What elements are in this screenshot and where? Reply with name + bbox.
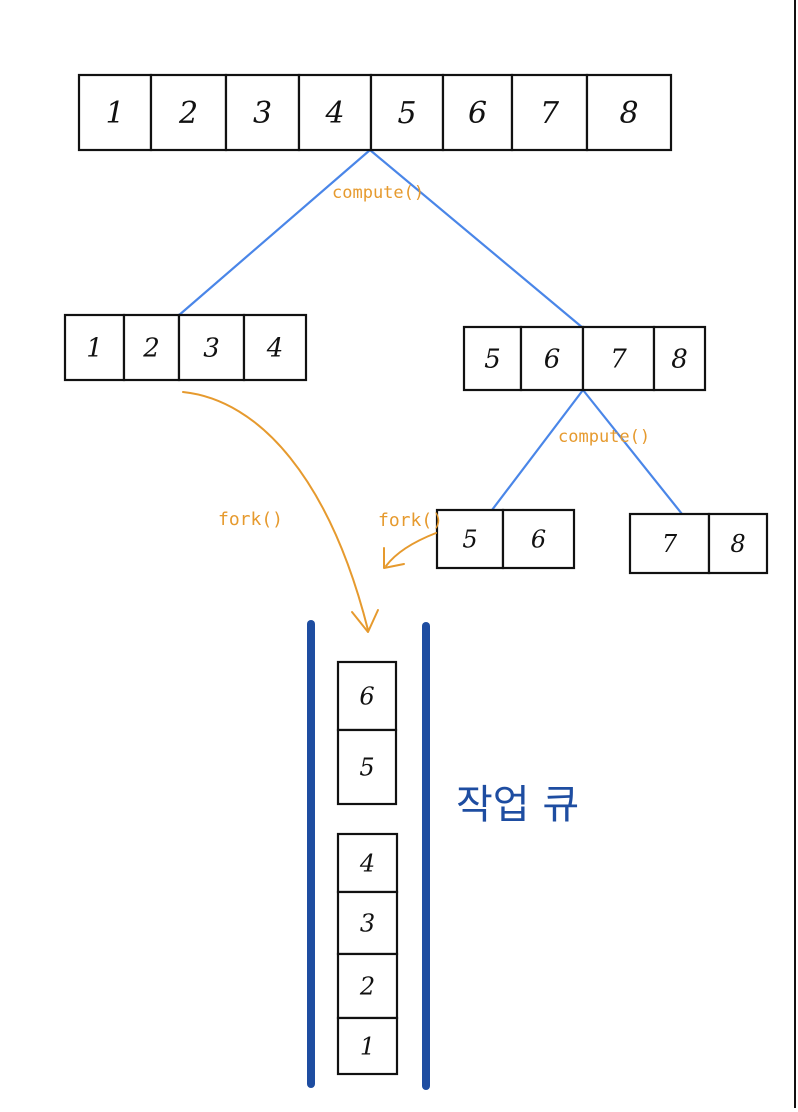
queue-lower-cell-3 — [336, 952, 399, 1020]
right-array-cell-value: 6 — [544, 345, 561, 375]
right-left-array-cell-value: 6 — [531, 525, 546, 553]
right-left-array-cell-2 — [501, 508, 576, 570]
queue-label: 작업 큐 — [456, 782, 579, 828]
root-array-cell-value: 4 — [324, 96, 344, 131]
root-array-cell-value: 3 — [253, 96, 272, 131]
fork-arrow-right — [385, 532, 437, 567]
edge-right-to-right-right — [581, 388, 684, 516]
root-array-cell-value: 7 — [540, 96, 560, 131]
left-array-cell-4 — [242, 313, 308, 382]
queue-upper-cell-2 — [336, 728, 398, 806]
compute-label-right: compute() — [558, 427, 650, 447]
root-array-cell-5 — [369, 73, 445, 152]
root-array-cell-value: 1 — [105, 96, 124, 131]
left-array-cell-value: 4 — [266, 334, 284, 364]
root-array: 1 2 3 4 5 6 7 8 — [77, 73, 673, 152]
fork-label-left: fork() — [218, 509, 283, 530]
edge-right-to-right-left — [490, 388, 585, 512]
right-right-array-cell-value: 7 — [662, 530, 678, 558]
left-array-cell-1 — [63, 313, 126, 382]
right-right-array-cell-value: 8 — [730, 530, 745, 558]
edge-root-to-right — [368, 148, 585, 330]
left-array-cell-value: 1 — [86, 334, 103, 364]
right-array-cell-value: 5 — [484, 345, 501, 375]
queue-upper-cell-value: 6 — [359, 682, 374, 710]
queue-upper-cell-value: 5 — [359, 753, 374, 781]
right-array-cell-3 — [581, 325, 656, 392]
root-array-cell-value: 6 — [468, 96, 487, 131]
queue-lower-cell-value: 4 — [359, 849, 375, 877]
queue-lower-cell-value: 2 — [359, 972, 375, 1000]
queue-upper-group: 65 — [336, 660, 398, 806]
fork-arrow-left — [182, 391, 369, 631]
compute-label-top: compute() — [332, 183, 424, 203]
fork-arrowhead-left — [351, 609, 379, 633]
right-array-cell-4 — [652, 325, 707, 392]
right-array-cell-value: 8 — [671, 345, 688, 375]
root-array-cell-value: 8 — [619, 96, 638, 131]
root-array-cell-value: 5 — [397, 96, 416, 131]
right-array: 5 6 7 8 — [462, 325, 707, 392]
left-array: 1 2 3 4 — [63, 313, 308, 382]
left-array-cell-value: 2 — [142, 334, 160, 364]
right-array-cell-value: 7 — [610, 345, 627, 375]
queue-lower-group: 4 3 2 1 — [336, 832, 399, 1076]
root-array-cell-8 — [585, 73, 673, 152]
edge-root-to-left — [176, 148, 372, 318]
tree-edges — [176, 148, 684, 516]
right-right-array-cell-2 — [707, 512, 769, 575]
root-array-cell-7 — [510, 73, 589, 152]
fork-label-right: fork() — [378, 510, 443, 531]
queue-upper-cell-1 — [336, 660, 398, 732]
queue-lower-cell-2 — [336, 890, 399, 956]
right-array-cell-1 — [462, 325, 523, 392]
right-left-array-cell-value: 5 — [462, 525, 477, 553]
left-array-cell-value: 3 — [203, 334, 220, 364]
left-array-cell-3 — [177, 313, 246, 382]
root-array-cell-3 — [224, 73, 301, 152]
queue-lower-cell-value: 3 — [360, 909, 375, 937]
queue-lower-cell-4 — [336, 1016, 399, 1076]
fork-arrowhead-right — [383, 547, 405, 569]
right-right-array-cell-1 — [628, 512, 711, 575]
queue-lower-cell-value: 1 — [360, 1032, 375, 1060]
root-array-cell-value: 2 — [178, 96, 198, 131]
